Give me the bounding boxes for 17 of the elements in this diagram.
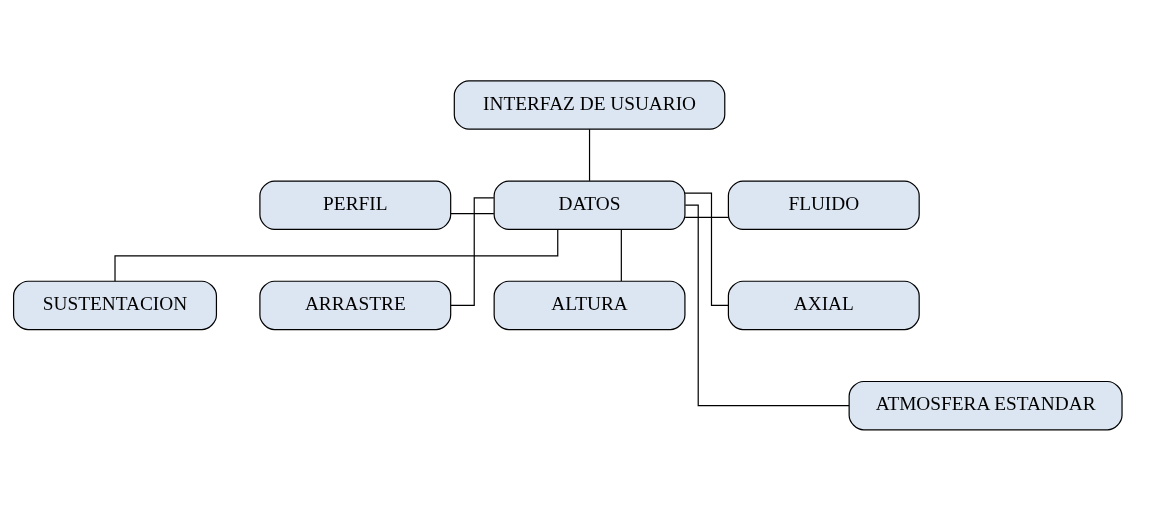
connector <box>450 212 495 214</box>
connector <box>684 192 729 306</box>
connector <box>684 204 850 406</box>
node-box: FLUIDO <box>727 179 920 230</box>
node-box: AXIAL <box>727 280 920 330</box>
connector <box>620 228 622 282</box>
node-box: ARRASTRE <box>259 280 452 330</box>
connector <box>588 128 591 181</box>
connector <box>684 216 729 218</box>
connector <box>114 228 559 282</box>
node-box: SUSTENTACION <box>13 280 218 330</box>
node-box: ATMOSFERA ESTANDAR <box>848 380 1123 430</box>
node-box: PERFIL <box>259 179 452 230</box>
node-box: ALTURA <box>493 280 686 330</box>
connector <box>450 196 495 306</box>
node-box: INTERFAZ DE USUARIO <box>453 79 726 130</box>
node-box: DATOS <box>493 179 686 230</box>
